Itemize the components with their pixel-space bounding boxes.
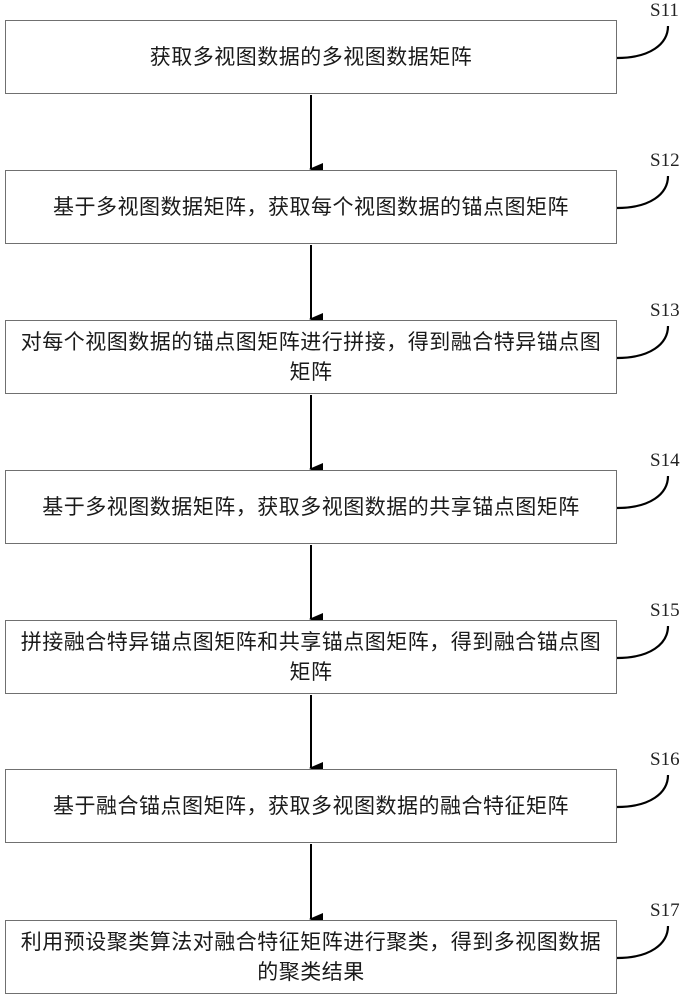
step-label-s17: S17 — [650, 900, 680, 921]
step-text: 基于多视图数据矩阵，获取每个视图数据的锚点图矩阵 — [53, 195, 569, 219]
leader-line-s17 — [616, 925, 670, 960]
step-label-s12: S12 — [650, 150, 680, 171]
leader-line-s11 — [616, 25, 670, 60]
step-box-s12: 基于多视图数据矩阵，获取每个视图数据的锚点图矩阵 — [5, 170, 617, 244]
leader-line-s16 — [616, 774, 670, 809]
step-label-s16: S16 — [650, 749, 680, 770]
step-label-s13: S13 — [650, 300, 680, 321]
leader-line-s14 — [616, 475, 670, 510]
step-box-s15: 拼接融合特异锚点图矩阵和共享锚点图矩阵，得到融合锚点图矩阵 — [5, 620, 617, 694]
step-box-s16: 基于融合锚点图矩阵，获取多视图数据的融合特征矩阵 — [5, 769, 617, 843]
step-label-s15: S15 — [650, 600, 680, 621]
step-box-s17: 利用预设聚类算法对融合特征矩阵进行聚类，得到多视图数据的聚类结果 — [5, 920, 617, 994]
step-text: 利用预设聚类算法对融合特征矩阵进行聚类，得到多视图数据的聚类结果 — [20, 930, 602, 984]
step-text: 获取多视图数据的多视图数据矩阵 — [149, 45, 473, 69]
step-box-s14: 基于多视图数据矩阵，获取多视图数据的共享锚点图矩阵 — [5, 470, 617, 544]
step-text: 对每个视图数据的锚点图矩阵进行拼接，得到融合特异锚点图矩阵 — [20, 330, 602, 384]
step-text: 基于多视图数据矩阵，获取多视图数据的共享锚点图矩阵 — [42, 495, 580, 519]
step-box-s13: 对每个视图数据的锚点图矩阵进行拼接，得到融合特异锚点图矩阵 — [5, 320, 617, 394]
step-label-s14: S14 — [650, 450, 680, 471]
leader-line-s12 — [616, 175, 670, 210]
leader-line-s15 — [616, 625, 670, 660]
step-label-s11: S11 — [650, 0, 679, 21]
leader-line-s13 — [616, 325, 670, 360]
step-box-s11: 获取多视图数据的多视图数据矩阵 — [5, 20, 617, 94]
step-text: 基于融合锚点图矩阵，获取多视图数据的融合特征矩阵 — [53, 794, 569, 818]
step-text: 拼接融合特异锚点图矩阵和共享锚点图矩阵，得到融合锚点图矩阵 — [20, 630, 602, 684]
